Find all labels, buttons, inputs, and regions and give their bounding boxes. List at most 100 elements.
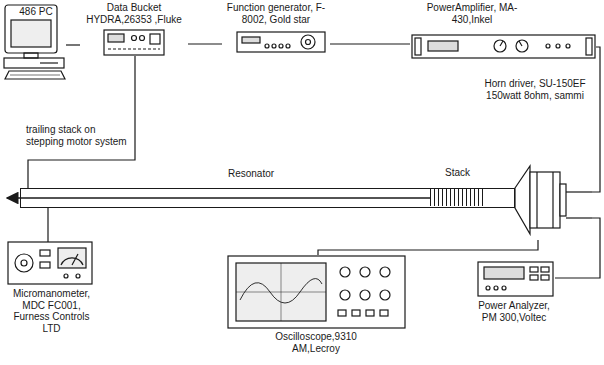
micromanometer-picture-part [15, 254, 33, 272]
signal-wire [66, 44, 80, 45]
note-label: trailing stack on stepping motor system [26, 124, 128, 147]
data-bucket-picture-part [140, 36, 145, 41]
power-analyzer-picture-part [494, 286, 498, 290]
pc-picture-part [10, 75, 60, 76]
function-generator-picture-part [301, 35, 315, 49]
signal-wire [47, 208, 48, 242]
data-bucket-picture-part [108, 34, 124, 42]
device-label: PowerAmplifier, MA-430,Inkel [422, 2, 522, 25]
pc-picture-part [40, 62, 58, 63]
oscilloscope-picture-part [380, 290, 390, 300]
data-logger-box: Data Bucket HYDRA,26353 ,Fluke [80, 2, 188, 56]
power-analyzer-picture-part [541, 267, 549, 272]
oscilloscope-picture-part [352, 310, 360, 316]
function-generator-box: Function generator, F-8002, Gold star [222, 2, 330, 53]
power-amplifier-picture-part [428, 41, 458, 51]
device-label: Horn driver, SU-150EF 150watt 8ohm, samm… [479, 78, 591, 101]
data-bucket-picture-part [132, 36, 137, 41]
horn-driver-picture [515, 166, 592, 234]
micromanometer-box: Micromanometer, MDC FC001, Furness Contr… [3, 242, 100, 346]
horn-driver-picture-part [515, 166, 530, 234]
micromanometer-picture-part [76, 274, 80, 278]
device-label: Function generator, F-8002, Gold star [222, 2, 330, 25]
power-analyzer-picture-part [502, 286, 506, 290]
micromanometer-picture-part [72, 254, 78, 265]
oscilloscope-picture-part [236, 263, 326, 321]
power-analyzer-picture-part [484, 267, 524, 279]
oscilloscope-picture-part [228, 256, 405, 328]
oscilloscope-picture-part [380, 267, 390, 277]
micromanometer-picture-part [21, 260, 27, 266]
power-analyzer-box: Power Analyzer, PM 300,Voltec [473, 258, 555, 344]
power-analyzer-picture [478, 262, 553, 296]
device-label: 486 PC [13, 6, 59, 18]
device-label: Power Analyzer, PM 300,Voltec [473, 300, 555, 323]
pc-picture-part [5, 71, 65, 79]
power-amplifier-picture-part [586, 38, 592, 55]
micromanometer-picture [8, 242, 92, 284]
micromanometer-picture-part [8, 242, 92, 284]
function-generator-picture-part [242, 37, 260, 43]
oscilloscope-picture-part [360, 267, 370, 277]
power-amplifier-picture-part [566, 44, 570, 48]
micromanometer-picture-part [64, 274, 68, 278]
power-amplifier-picture-part [516, 40, 528, 52]
horn-driver-picture-part [560, 184, 566, 216]
function-generator-picture-part [306, 40, 311, 45]
power-analyzer-picture-part [530, 267, 538, 272]
function-generator-picture-part [286, 44, 290, 48]
signal-wire [555, 218, 600, 278]
horn-driver-box: Horn driver, SU-150EF 150watt 8ohm, samm… [478, 78, 592, 240]
oscilloscope-box: Oscilloscope,9310 AM,Lecroy [222, 255, 410, 356]
computer-box: 486 PC [3, 3, 66, 81]
signal-wire [592, 47, 600, 192]
signal-wire [318, 240, 538, 255]
oscilloscope-picture-part [236, 263, 326, 321]
power-amplifier-picture-part [494, 40, 506, 52]
oscilloscope-picture-part [340, 290, 350, 300]
function-generator-picture [237, 32, 325, 52]
function-generator-picture-part [279, 44, 283, 48]
oscilloscope-picture-part [366, 310, 374, 316]
oscilloscope-picture-part [380, 310, 388, 316]
oscilloscope-picture-part [240, 279, 322, 303]
data-bucket-picture-part [108, 48, 160, 49]
signal-wire [330, 43, 410, 44]
device-label: Data Bucket HYDRA,26353 ,Fluke [80, 2, 188, 25]
oscilloscope-picture-part [338, 310, 346, 316]
trailing-rod-part [7, 197, 430, 199]
power-amplifier-picture-part [546, 44, 550, 48]
horn-driver-picture-part [566, 217, 592, 218]
power-amplifier-picture-part [415, 38, 421, 55]
horn-driver-picture-part [536, 172, 537, 228]
signal-wire [188, 43, 222, 44]
oscilloscope-picture-part [340, 267, 350, 277]
signal-wire [28, 56, 135, 188]
function-generator-picture-part [272, 44, 276, 48]
power-analyzer-picture-part [541, 275, 549, 280]
horn-driver-picture-part [566, 191, 592, 192]
device-label: Micromanometer, MDC FC001, Furness Contr… [3, 288, 100, 334]
power-analyzer-picture-part [478, 262, 553, 296]
micromanometer-picture-part [40, 262, 50, 268]
power-analyzer-picture-part [530, 275, 538, 280]
data-bucket-picture [104, 30, 164, 55]
horn-driver-picture-part [530, 172, 560, 228]
device-label: Resonator [211, 168, 291, 180]
resonator-tube: StackResonator [20, 188, 515, 208]
power-amplifier-picture-part [412, 35, 595, 58]
oscilloscope-picture [228, 256, 405, 328]
stack-block: Stack [430, 188, 485, 206]
pc-picture-part [4, 58, 64, 68]
device-label: Oscilloscope,9310 AM,Lecroy [261, 331, 371, 354]
function-generator-picture-part [265, 44, 269, 48]
power-amplifier-picture-part [519, 41, 522, 46]
device-label: Stack [420, 167, 495, 179]
micromanometer-picture-part [40, 250, 50, 256]
power-analyzer-picture-part [486, 286, 490, 290]
trailing-rod [7, 197, 430, 199]
horn-driver-picture-part [552, 172, 553, 228]
power-amplifier-picture [412, 35, 595, 58]
pc-picture [4, 5, 65, 79]
